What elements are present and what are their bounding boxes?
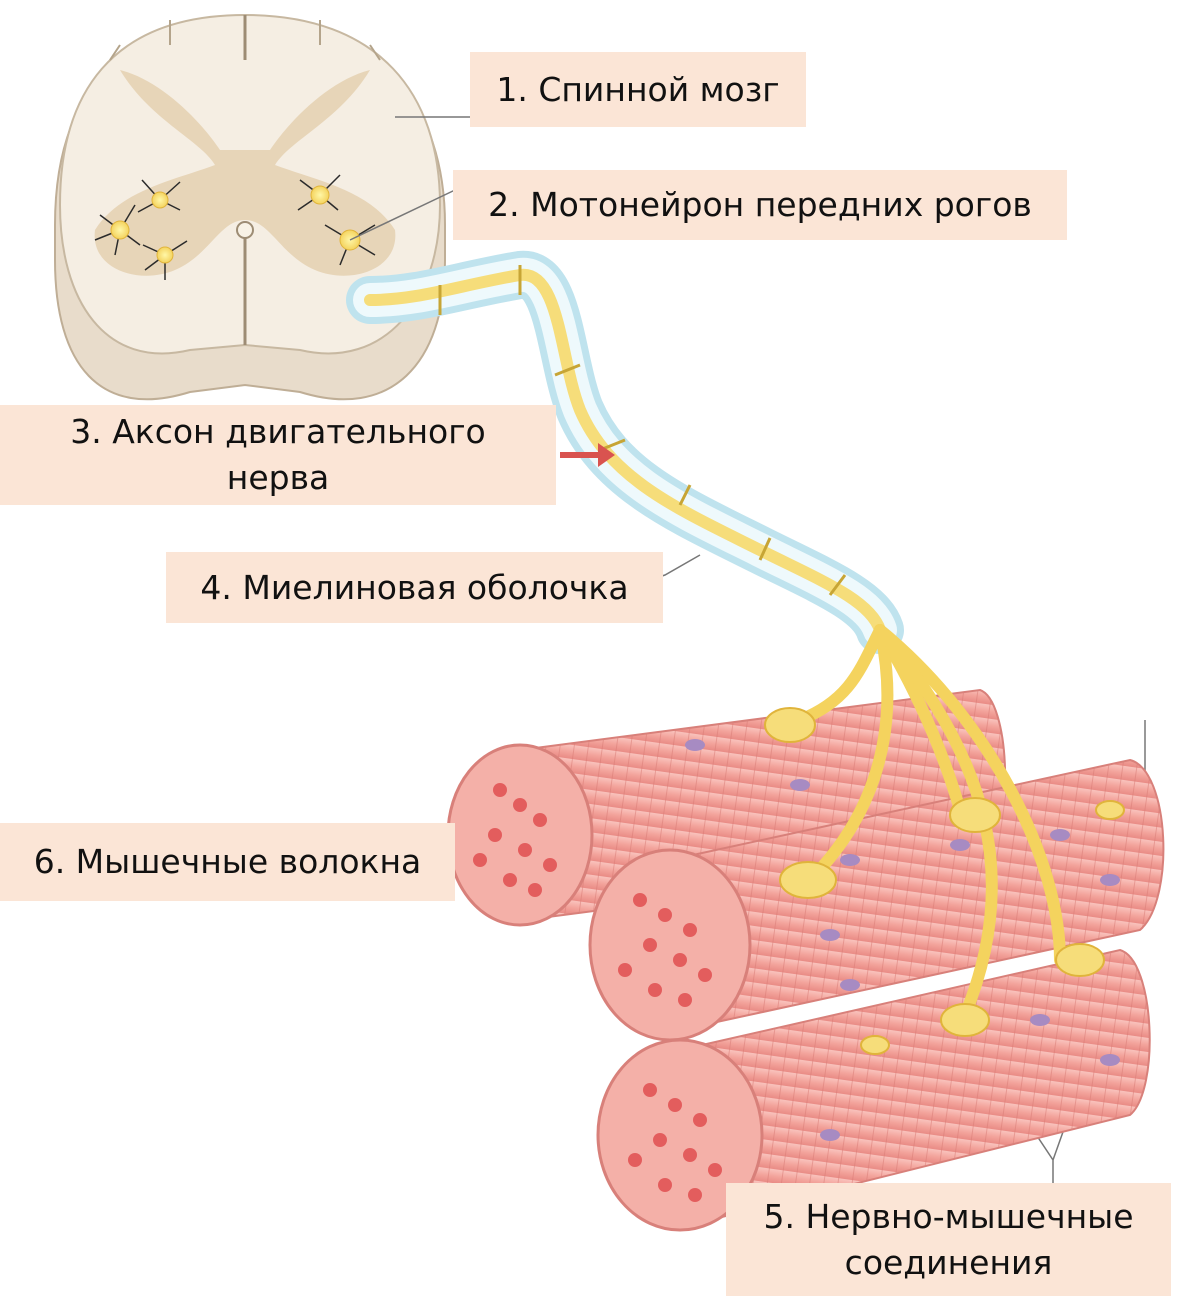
label-nmj-line1: 5. Нервно-мышечные [763, 1194, 1133, 1240]
label-axon-line2: нерва [227, 455, 330, 501]
label-axon-line1: 3. Аксон двигательного [70, 409, 486, 455]
label-axon: 3. Аксон двигательного нерва [0, 405, 556, 505]
label-nmj: 5. Нервно-мышечные соединения [726, 1183, 1171, 1296]
label-spinal-cord-text: 1. Спинной мозг [496, 67, 779, 113]
label-myelin-text: 4. Миелиновая оболочка [200, 565, 628, 611]
label-muscle: 6. Мышечные волокна [0, 823, 455, 901]
label-motoneuron-text: 2. Мотонейрон передних рогов [488, 182, 1032, 228]
label-motoneuron: 2. Мотонейрон передних рогов [453, 170, 1067, 240]
label-nmj-line2: соединения [845, 1240, 1053, 1286]
label-spinal-cord: 1. Спинной мозг [470, 52, 806, 127]
spinal-cord-illustration [55, 15, 445, 399]
label-myelin: 4. Миелиновая оболочка [166, 552, 663, 623]
label-muscle-text: 6. Мышечные волокна [34, 839, 422, 885]
